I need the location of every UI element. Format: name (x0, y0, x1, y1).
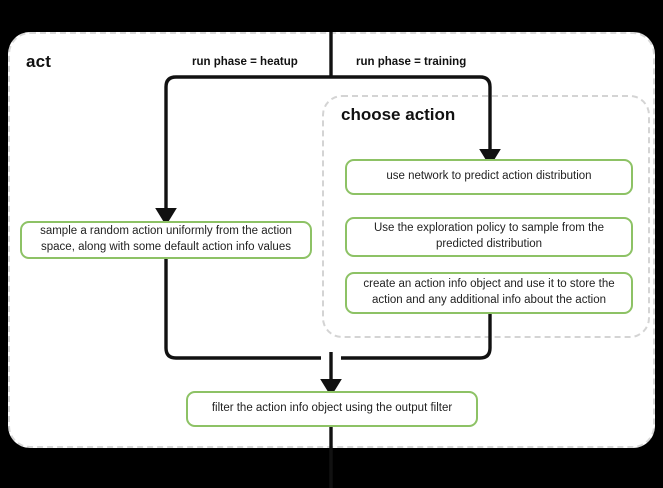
act-group-title: act (26, 52, 52, 71)
node-use-network-predict[interactable]: use network to predict action distributi… (345, 159, 633, 195)
edge-label-heatup: run phase = heatup (192, 56, 298, 68)
node-create-action-info[interactable]: create an action info object and use it … (345, 272, 633, 314)
node-exploration-policy-sample[interactable]: Use the exploration policy to sample fro… (345, 217, 633, 257)
node-sample-random-action[interactable]: sample a random action uniformly from th… (20, 221, 312, 259)
choose-action-group-title: choose action (341, 105, 456, 124)
edge-label-training: run phase = training (356, 56, 467, 68)
node-filter-output[interactable]: filter the action info object using the … (186, 391, 478, 427)
